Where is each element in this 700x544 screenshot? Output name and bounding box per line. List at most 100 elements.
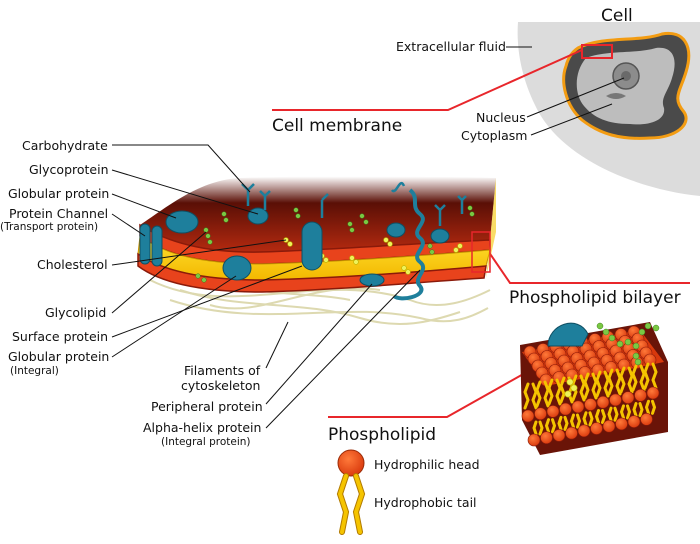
bilayer-heads-bottom [527, 412, 653, 447]
protein-channel [139, 223, 163, 267]
phospholipid-head [627, 415, 641, 428]
cholesterol-label: Cholesterol [37, 257, 108, 272]
filaments-label-line1: Filaments of [184, 363, 261, 378]
surface-protein-leader [111, 265, 303, 338]
phospholipid-tail [595, 370, 610, 398]
cytoplasm-label: Cytoplasm [461, 128, 527, 143]
callout-lines [272, 49, 690, 418]
phospholipid-head [527, 433, 541, 447]
phospholipid-tail [532, 420, 544, 436]
bilayer-callout [481, 241, 690, 284]
phospholipid-head [621, 391, 635, 404]
phospholipid-head [565, 426, 578, 440]
phospholipid-head [609, 393, 622, 407]
filaments-leader [265, 321, 289, 369]
phospholipid-head [534, 407, 547, 421]
glycolipid-leader [111, 231, 207, 314]
membrane-slab [137, 176, 496, 326]
organelle [606, 93, 626, 99]
cell-title: Cell [601, 6, 633, 26]
phospholipid-tail [582, 411, 594, 427]
phospholipid-tail [631, 364, 646, 392]
cholesterol-leader [111, 239, 287, 266]
phospholipid-head [540, 431, 553, 445]
bilayer-glycolipid [596, 322, 660, 366]
phospholipid-head [596, 395, 610, 409]
phospholipid-head [546, 405, 560, 418]
phospholipid-tail [535, 380, 550, 408]
protein-channel-label: Protein Channel [9, 206, 108, 221]
integral-label: (Integral) [10, 365, 59, 377]
nucleus-label: Nucleus [476, 110, 526, 125]
hydrophobic-tail-label: Hydrophobic tail [374, 495, 477, 510]
phospholipid-tail [557, 415, 569, 431]
nucleus-leader [526, 77, 625, 118]
glycoprotein [247, 207, 269, 225]
bilayer-protein [547, 322, 589, 347]
globular-protein-label: Globular protein [8, 186, 109, 201]
phospholipid-head [584, 398, 597, 411]
peripheral-protein [359, 273, 385, 287]
glycoprotein-label: Glycoprotein [29, 162, 109, 177]
alpha-helix-protein [392, 188, 426, 301]
phospholipid-bilayer-block [520, 322, 668, 455]
phospholipid-tail [644, 399, 657, 415]
glycolipid-chains [195, 205, 475, 283]
peripheral-protein-label: Peripheral protein [151, 399, 263, 414]
cell-membrane-callout [272, 49, 583, 111]
phospholipid-head [646, 386, 660, 400]
carbohydrate-label: Carbohydrate [22, 138, 108, 153]
phospholipid-tail [619, 404, 632, 420]
transport-protein-label: (Transport protein) [0, 221, 98, 233]
phospholipid-head [571, 400, 585, 414]
surface-protein-label: Surface protein [12, 329, 108, 344]
membrane-zoom-box [581, 44, 613, 59]
glycoprotein-leader [111, 169, 259, 215]
phospholipid-head [590, 422, 603, 435]
phospholipid-tail [619, 366, 634, 394]
membrane-side-face [486, 178, 496, 278]
phospholipid-head [577, 424, 591, 438]
hydrophilic-head-icon [337, 449, 365, 477]
filaments-label-line2: cytoskeleton [181, 378, 260, 393]
phospholipid-head [559, 402, 572, 416]
membrane-protein-small [386, 222, 406, 238]
phospholipid-tail [632, 402, 644, 418]
globular-protein-integral [222, 255, 252, 281]
phospholipid-head [552, 429, 566, 442]
phospholipid-title: Phospholipid [328, 425, 436, 445]
bilayer-cholesterol [564, 378, 578, 398]
globular-protein-top [165, 210, 199, 234]
bilayer-heads-middle [521, 386, 660, 423]
peripheral-protein-leader [265, 283, 373, 405]
surface-protein [301, 221, 323, 271]
alpha-helix-protein-label: Alpha-helix protein [143, 420, 261, 435]
membrane-protein-small [430, 228, 450, 244]
phospholipid-tail [643, 362, 658, 390]
nucleolus [621, 71, 631, 81]
phospholipid-tail [594, 409, 607, 424]
membrane-top-surface [140, 176, 496, 253]
phospholipid-head [634, 388, 647, 402]
phospholipid-tail [607, 368, 622, 396]
phospholipid-tail [569, 413, 582, 429]
phospholipid-callout [328, 367, 535, 418]
protein-channel-leader [111, 213, 146, 237]
globular-protein-integral-label: Globular protein [8, 349, 109, 364]
phospholipid-head [640, 412, 653, 426]
phospholipid-head [615, 417, 628, 431]
glycolipid-label: Glycolipid [45, 305, 106, 320]
phospholipid-legend: Hydrophilic head Hydrophobic tail [336, 449, 480, 535]
hydrophilic-head-label: Hydrophilic head [374, 457, 480, 472]
phospholipid-bilayer-title: Phospholipid bilayer [509, 288, 681, 308]
extracellular-fluid-label: Extracellular fluid [396, 39, 506, 54]
carbohydrate-chains [241, 182, 467, 226]
cell-illustration: Cell Extracellular fluid Nucleus Cytopla… [396, 6, 700, 196]
integral-protein-label: (Integral protein) [161, 436, 251, 448]
phospholipid-head [602, 419, 616, 433]
phospholipid-tail [583, 372, 598, 400]
phospholipid-tail [607, 406, 619, 422]
carbohydrate-leader [112, 144, 251, 193]
phospholipid-head [521, 409, 535, 423]
alpha-helix-protein-leader [265, 269, 421, 429]
